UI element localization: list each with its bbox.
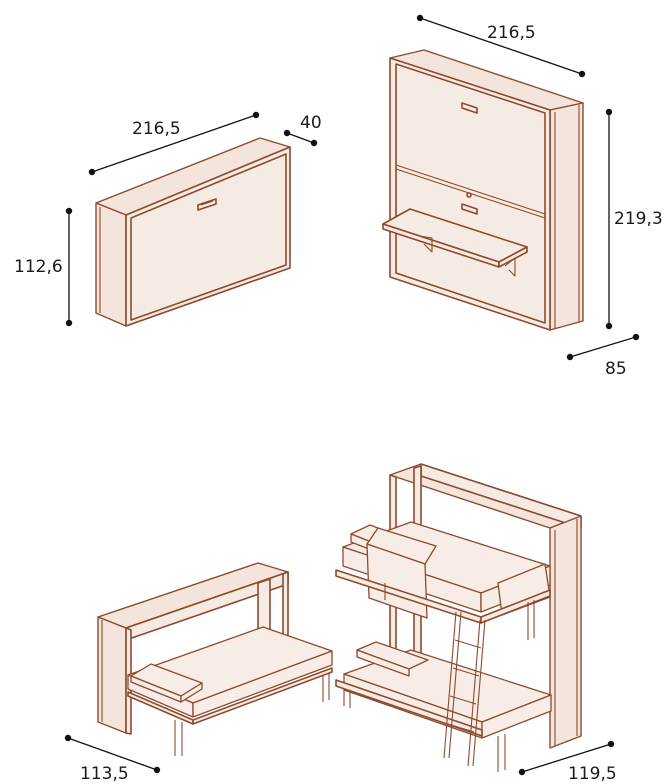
dimension-bunk-depth: 119,5 [518,740,617,784]
fold-out-desk [382,208,528,277]
handle-icon [197,198,217,211]
dimension-tall-height: 219,3 [605,108,663,330]
tall-width-label: 216,5 [487,23,536,43]
dimension-single-depth: 113,5 [64,734,161,784]
bunk-depth-label: 119,5 [568,764,617,784]
dimension-small-width: 216,5 [88,111,260,176]
single-depth-label: 113,5 [80,764,129,784]
handle-icon [461,102,478,114]
small-wall-bed-closed [95,137,291,327]
single-bed-open [97,562,333,756]
ladder [443,611,486,767]
dimension-small-height: 112,6 [14,207,73,327]
tall-height-label: 219,3 [614,209,663,229]
dimension-tall-width: 216,5 [416,14,586,78]
tall-wall-bed-closed [382,49,584,331]
handle-icon [461,192,478,215]
pillow-icon [130,663,203,703]
small-height-label: 112,6 [14,257,63,277]
dimension-tall-depth: 85 [566,333,640,379]
small-width-label: 216,5 [132,119,181,139]
small-depth-label: 40 [300,113,322,133]
pillow-icon [356,641,429,677]
tall-depth-label: 85 [605,359,627,379]
bunk-bed-open [335,463,582,772]
dimension-small-depth: 40 [283,113,322,147]
